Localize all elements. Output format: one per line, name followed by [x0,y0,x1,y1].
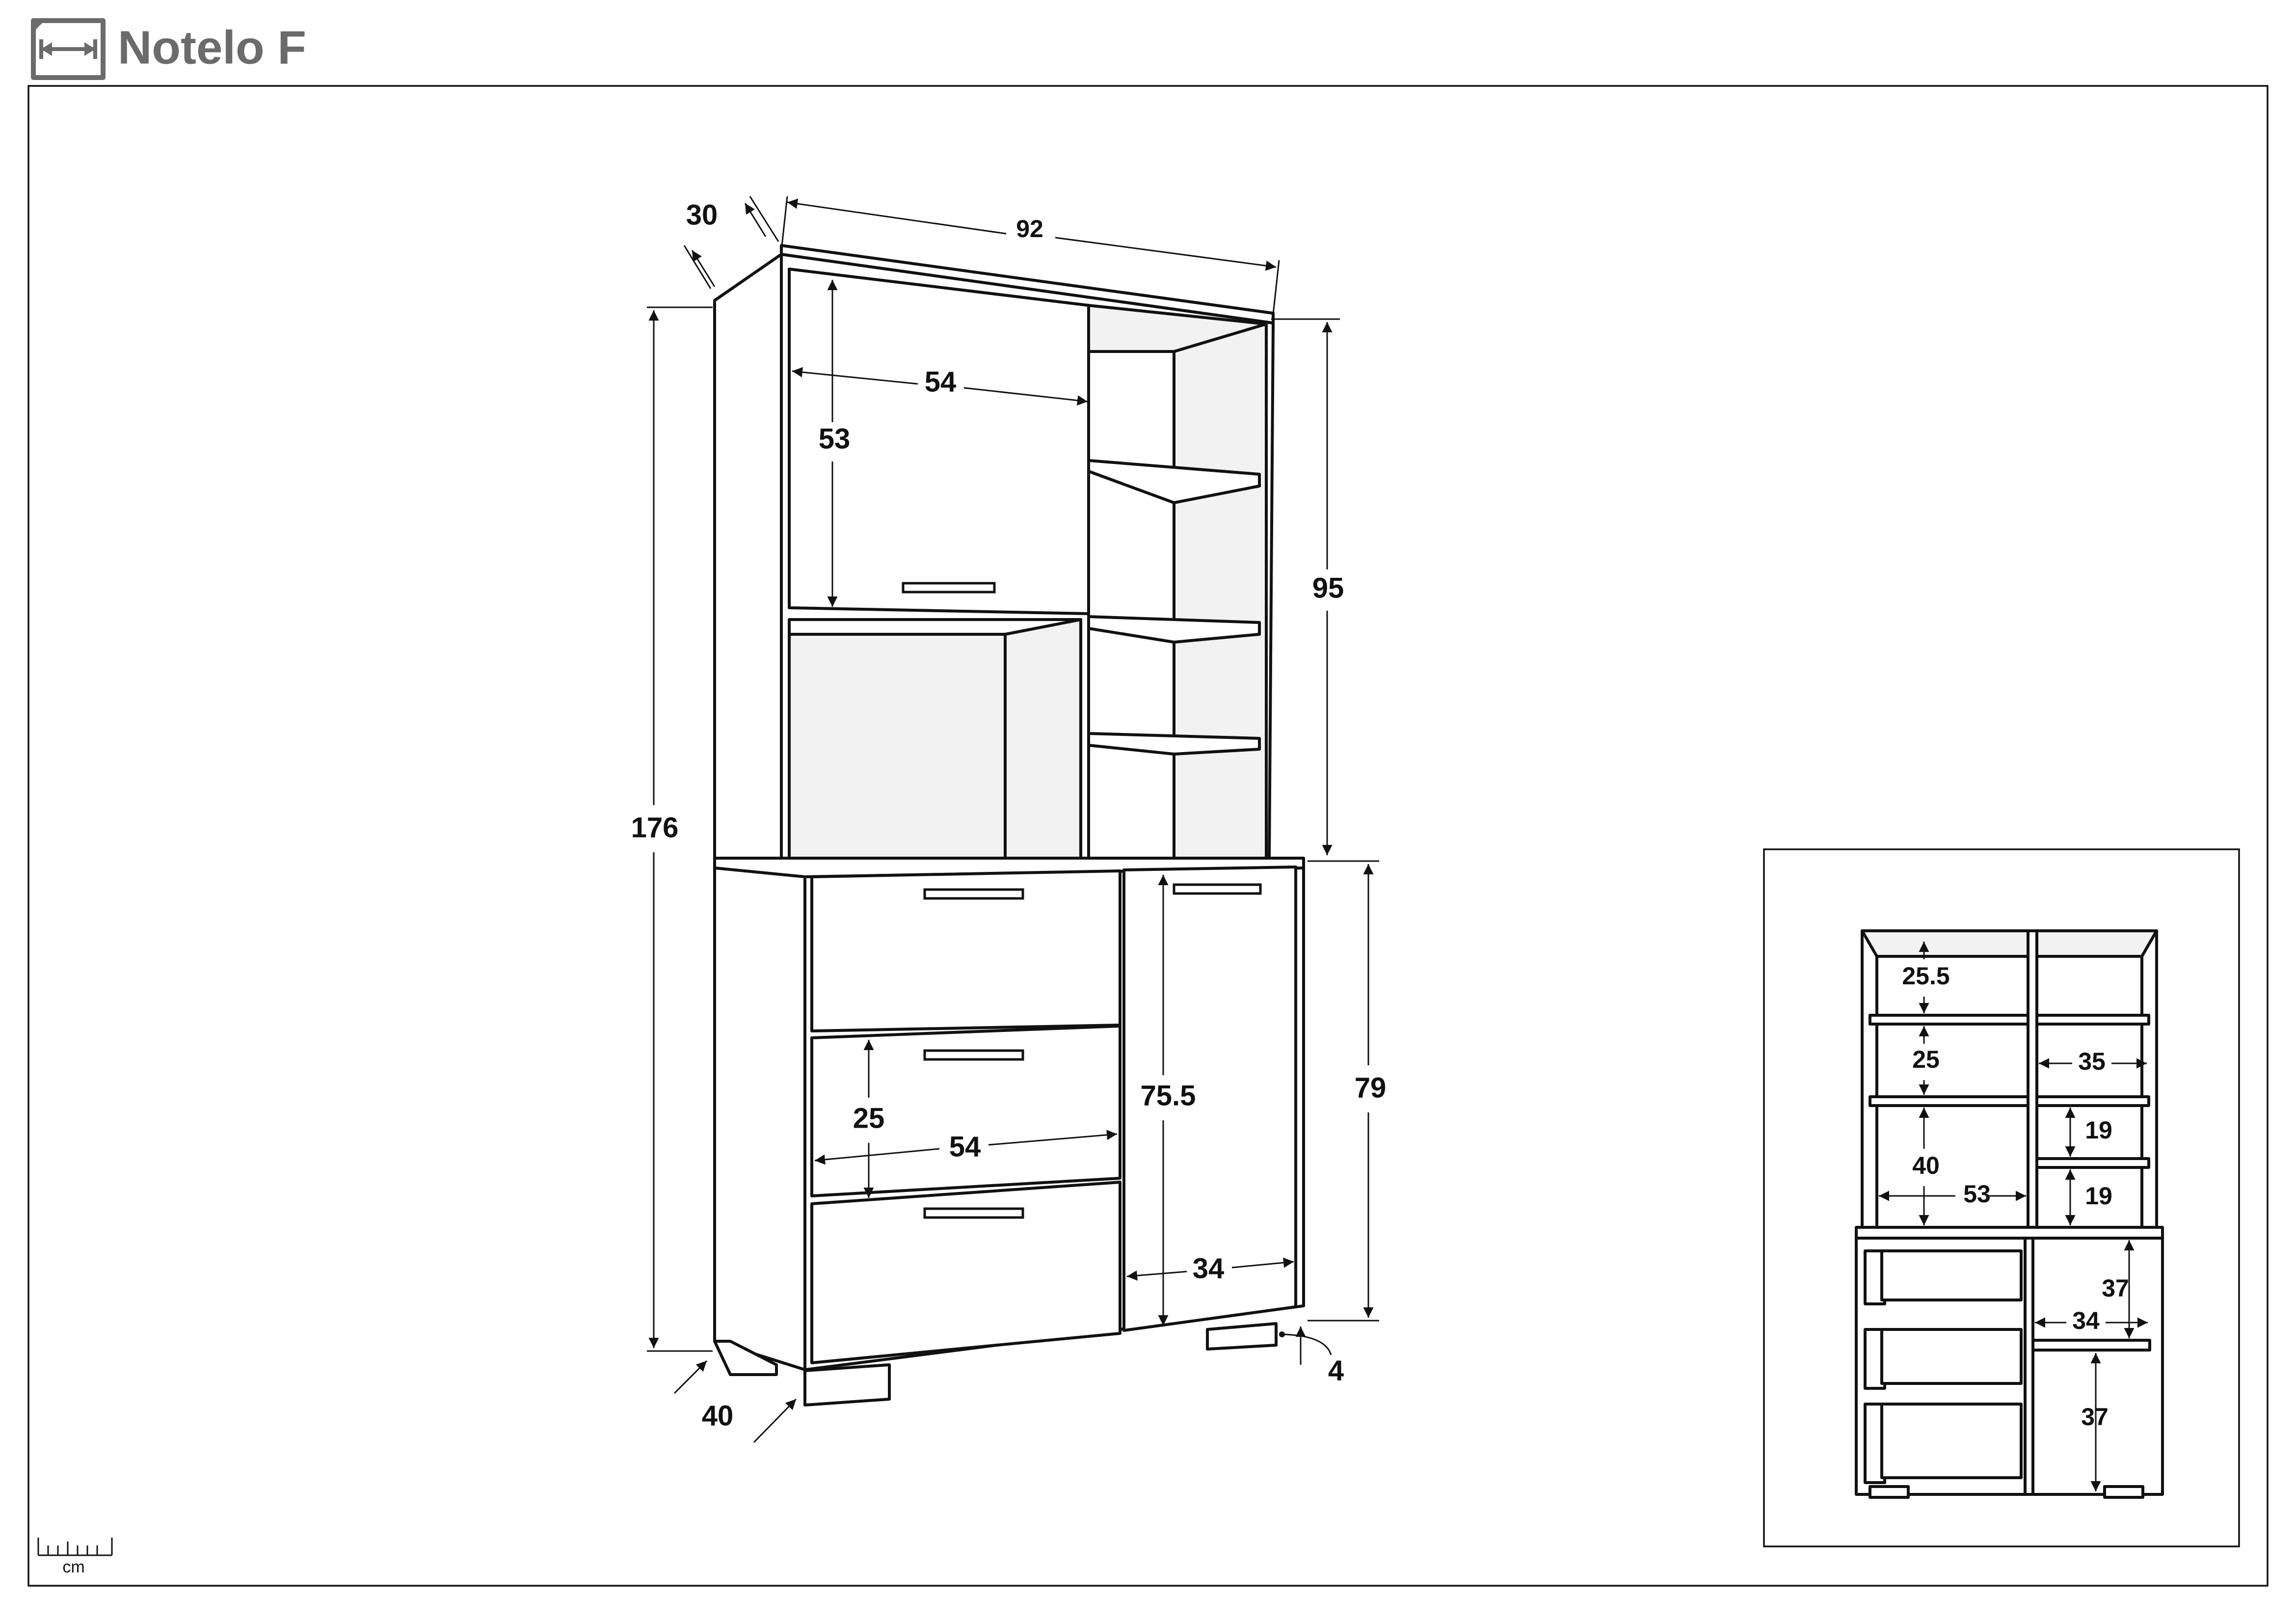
inset-drawer-3 [1880,1403,2023,1479]
dim-inset-shelf-2: 25 [1912,1046,1940,1073]
dim-depth-top: 30 [686,199,718,231]
dimension-ruler-icon [31,18,106,80]
foot-front-left [803,1363,891,1407]
dim-inset-lower-right-1: 37 [2102,1274,2129,1302]
dim-inset-right-shelf-2: 19 [2085,1182,2112,1210]
dim-drawer-height: 25 [853,1102,885,1134]
foot-front-right [1206,1322,1278,1351]
shelf-1 [1087,459,1261,504]
dim-inset-shelf-1: 25.5 [1902,962,1949,990]
dim-upper-height: 95 [1312,572,1344,604]
page-title: Notelo F [118,21,306,74]
dim-width-top: 92 [1016,215,1043,243]
scale-ruler-icon [37,1538,113,1556]
drawer-1-handle [923,888,1024,900]
drawer-3-handle [923,1207,1024,1219]
open-compartment [788,618,1082,860]
dim-depth-bottom: 40 [702,1400,734,1432]
dim-lower-height: 79 [1355,1072,1387,1104]
inset-foot-right [2103,1485,2144,1499]
cabinet-main-view [713,244,1305,1407]
inset-drawer-2 [1880,1328,2023,1385]
dim-door-width: 34 [1193,1252,1225,1284]
dim-foot-height: 4 [1328,1354,1344,1386]
foot-left-back [713,1340,778,1376]
dim-upper-door-height: 53 [819,423,851,455]
cabinet-door [1122,866,1297,1332]
dim-upper-door-width: 54 [925,366,957,398]
scale-unit-label: cm [62,1558,84,1576]
door-handle [1173,883,1262,895]
inset-foot-left [1869,1485,1910,1499]
main-frame [27,85,2269,1587]
main-dimensions: 30 92 54 53 95 176 79 25 [631,196,1387,1443]
shelf-2 [1087,615,1261,644]
inset-drawer-1 [1880,1249,2023,1301]
dim-inset-width-left: 53 [1963,1180,1991,1208]
dim-door-height: 75.5 [1141,1080,1196,1111]
dim-inset-lower-right-2: 37 [2081,1403,2109,1431]
dim-inset-width-right: 35 [2078,1048,2106,1075]
inset-dimensions: 25.5 25 40 53 35 19 19 37 34 37 [1879,942,2148,1491]
dim-total-height: 176 [631,812,679,843]
cabinet-front-view [1855,929,2164,1499]
dim-inset-lower-right-width: 34 [2072,1307,2100,1334]
inset-frame [1763,848,2240,1547]
drawer-2-handle [923,1049,1024,1061]
inset-hutch-top [1861,929,2158,958]
right-bay-back [1087,350,1175,860]
shelf-3 [1087,732,1261,756]
dim-inset-shelf-3: 40 [1912,1152,1940,1179]
inset-divider-upper [2027,929,2038,1229]
inset-base-top [1855,1226,2164,1240]
upper-door-handle [902,582,996,594]
dim-drawer-width: 54 [949,1131,981,1163]
drawer-3 [810,1181,1121,1364]
dim-inset-right-shelf-1: 19 [2085,1116,2112,1144]
